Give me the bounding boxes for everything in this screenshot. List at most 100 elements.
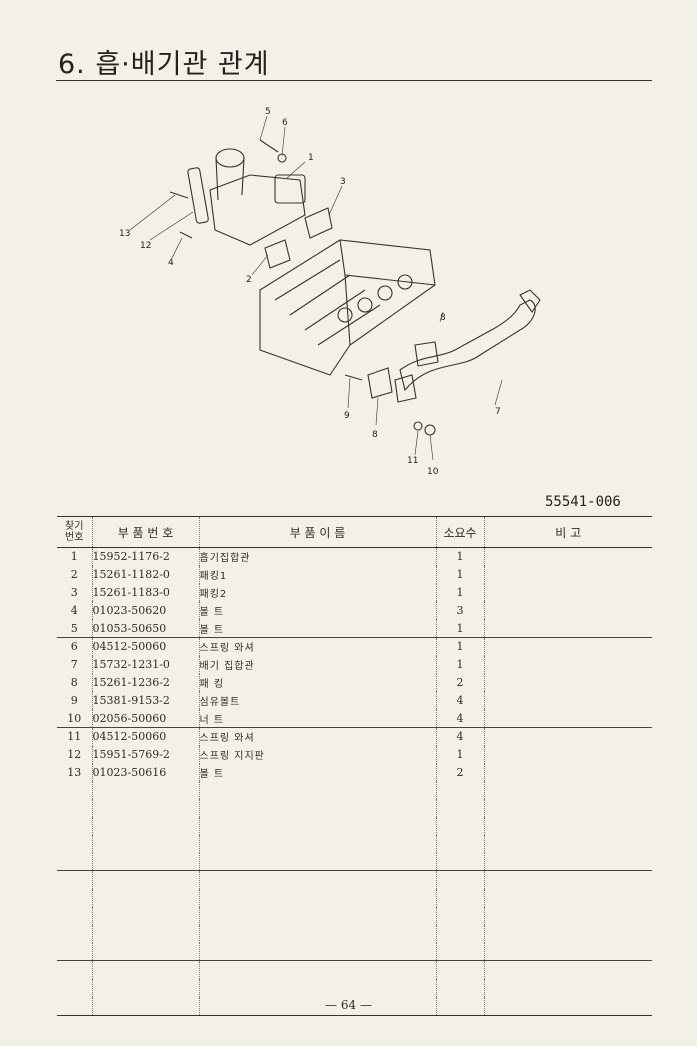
- cell-qty: 1: [435, 655, 484, 674]
- cell-qty: [435, 942, 484, 962]
- cell-no: [57, 799, 92, 817]
- table-row: [57, 816, 652, 835]
- cell-qty: [435, 924, 484, 943]
- cell-part-no: [91, 870, 199, 890]
- cylinder-head-block: [259, 239, 436, 376]
- parts-table: 찾기 번호 부 품 번 호 부 품 이 름 소요수 비 고 1 15952-117…: [57, 516, 652, 1016]
- table-row: [57, 781, 652, 800]
- cell-part-no: 15952-1176-2: [91, 547, 199, 566]
- cell-no: 12: [67, 748, 82, 762]
- cell-remark: [483, 834, 652, 853]
- callout-5: 5: [265, 107, 271, 117]
- table-row: [57, 799, 652, 817]
- cell-part-no: [91, 960, 199, 980]
- table-row: [57, 906, 652, 925]
- gasket-2: [264, 239, 291, 269]
- figure-code: 55541-006: [545, 494, 621, 510]
- cell-no: [57, 781, 92, 799]
- cell-remark: [483, 637, 652, 656]
- cell-name: [198, 979, 436, 997]
- cell-remark: [483, 979, 652, 997]
- cell-name: [198, 889, 436, 907]
- cell-part-no: 15381-9153-2: [91, 691, 199, 710]
- table-row: [57, 960, 652, 980]
- cell-qty: [435, 781, 484, 800]
- cell-qty: [435, 979, 484, 997]
- cell-no: 9: [70, 693, 78, 707]
- callout-12: 12: [140, 241, 151, 251]
- callout-9: 9: [344, 411, 350, 421]
- cell-part-no: 01053-50650: [91, 619, 199, 638]
- cell-part-no: [91, 906, 199, 925]
- cell-remark: [483, 727, 652, 746]
- cell-qty: [435, 960, 484, 980]
- cell-qty: [435, 852, 484, 872]
- page-title: 6. 흡·배기관 관계: [58, 49, 270, 80]
- cell-remark: [483, 673, 652, 692]
- callout-6: 6: [282, 118, 288, 128]
- table-row: [57, 834, 652, 853]
- cell-qty: 1: [435, 547, 484, 566]
- header-no: 찾기 번호: [57, 516, 92, 548]
- cell-no: 1: [70, 550, 78, 564]
- cell-remark: [483, 601, 652, 620]
- cell-part-no: [91, 816, 199, 835]
- cell-qty: 1: [435, 637, 484, 656]
- cell-name: [198, 906, 436, 925]
- cell-name: 볼 트: [198, 619, 436, 638]
- cell-no: 6: [70, 640, 78, 654]
- callout-10: 10: [427, 467, 439, 477]
- cell-remark: [483, 924, 652, 943]
- cell-no: [57, 835, 92, 853]
- cell-no: 13: [67, 765, 82, 779]
- cell-qty: 4: [435, 709, 484, 728]
- cell-no: [57, 961, 92, 979]
- cell-remark: [483, 745, 652, 764]
- cell-part-no: [91, 852, 199, 872]
- cell-part-no: 15951-5769-2: [91, 745, 199, 764]
- callout-2: 2: [246, 275, 252, 285]
- cell-name: [198, 942, 436, 962]
- cell-no: 5: [57, 619, 92, 638]
- cell-no: 8: [70, 675, 78, 689]
- cell-remark: [483, 565, 652, 584]
- callout-1: 1: [308, 153, 314, 163]
- cell-name: [198, 781, 436, 800]
- header-name: 부 품 이 름: [198, 516, 436, 548]
- cell-part-no: 15261-1236-2: [91, 673, 199, 692]
- cell-qty: [435, 906, 484, 925]
- table-row: [57, 942, 652, 962]
- cell-remark: [483, 763, 652, 782]
- cell-no: [57, 996, 92, 1016]
- spring-support-plate: [187, 167, 209, 224]
- cell-name: 볼 트: [198, 601, 436, 620]
- cell-part-no: [91, 924, 199, 943]
- table-header-row: 찾기 번호 부 품 번 호 부 품 이 름 소요수 비 고: [57, 516, 652, 548]
- cell-part-no: [91, 942, 199, 962]
- table-row: [57, 996, 652, 1016]
- cell-no: [57, 889, 92, 907]
- callout-8-upper: 8: [440, 313, 446, 323]
- cell-qty: [435, 799, 484, 817]
- exploded-parts-diagram: 1 2 3 4 5 6 7 8 8 9 10 11 12 13: [119, 107, 541, 477]
- cell-name: 배기 집합관: [198, 655, 436, 674]
- cell-remark: [483, 942, 652, 962]
- cell-qty: [435, 834, 484, 853]
- cell-remark: [483, 799, 652, 817]
- header-qty: 소요수: [435, 516, 484, 548]
- cell-no: [57, 907, 92, 925]
- callout-8-lower: 8: [372, 430, 378, 440]
- cell-name: 심유볼트: [198, 691, 436, 710]
- cell-name: [198, 870, 436, 890]
- cell-remark: [483, 781, 652, 800]
- cell-no: 4: [70, 603, 78, 617]
- table-row: [57, 924, 652, 943]
